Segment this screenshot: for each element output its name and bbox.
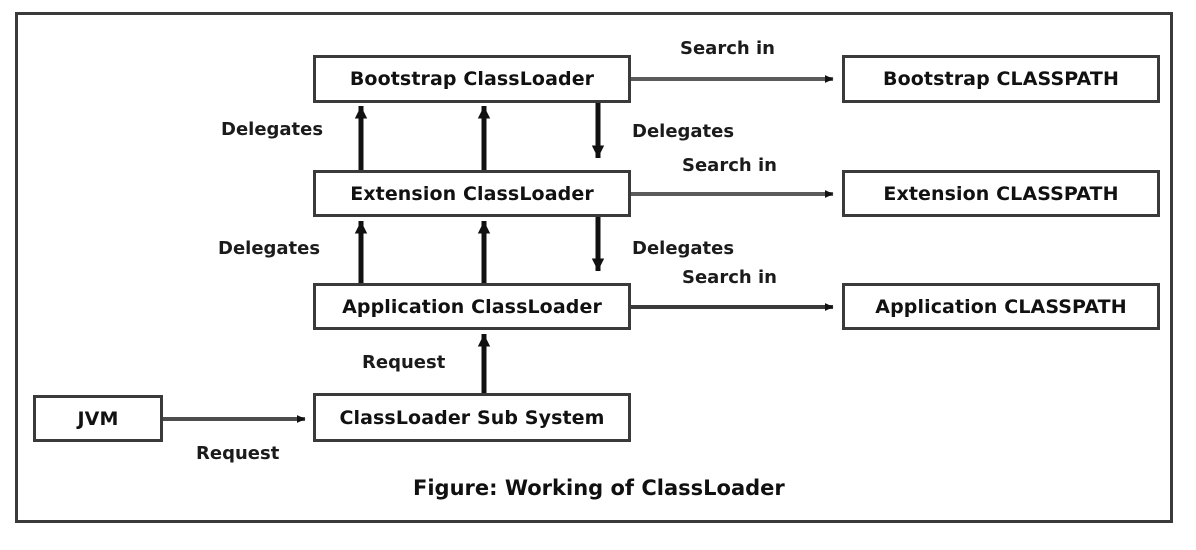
edge-label-search-in-application: Search in (682, 267, 777, 288)
edge-label-delegates-extension-down: Delegates (632, 238, 735, 259)
node-label: JVM (77, 407, 119, 430)
edge-label-delegates-bootstrap-down: Delegates (632, 121, 735, 142)
node-bootstrap-classpath[interactable]: Bootstrap CLASSPATH (842, 55, 1160, 103)
edge-label-delegates-extension-to-bootstrap: Delegates (221, 119, 324, 140)
node-application-classpath[interactable]: Application CLASSPATH (842, 283, 1160, 330)
node-label: Extension ClassLoader (350, 182, 594, 205)
node-label: Extension CLASSPATH (883, 182, 1119, 205)
edge-label-delegates-application-to-extension: Delegates (218, 238, 321, 259)
node-extension-classpath[interactable]: Extension CLASSPATH (842, 170, 1160, 217)
node-label: ClassLoader Sub System (339, 406, 605, 429)
edge-label-request-subsystem-to-application: Request (362, 352, 446, 373)
edge-label-search-in-extension: Search in (682, 155, 777, 176)
edge-label-search-in-bootstrap: Search in (680, 38, 775, 59)
node-label: Application ClassLoader (342, 295, 602, 318)
node-jvm[interactable]: JVM (33, 395, 163, 442)
node-label: Application CLASSPATH (875, 295, 1127, 318)
edge-label-request-jvm-to-subsystem: Request (196, 443, 280, 464)
node-label: Bootstrap ClassLoader (349, 68, 595, 90)
figure-caption: Figure: Working of ClassLoader (413, 476, 785, 500)
node-label: Bootstrap CLASSPATH (883, 68, 1119, 90)
node-bootstrap-classloader[interactable]: Bootstrap ClassLoader (313, 55, 631, 103)
node-extension-classloader[interactable]: Extension ClassLoader (313, 170, 631, 217)
node-classloader-sub-system[interactable]: ClassLoader Sub System (313, 393, 631, 442)
node-application-classloader[interactable]: Application ClassLoader (313, 283, 631, 330)
